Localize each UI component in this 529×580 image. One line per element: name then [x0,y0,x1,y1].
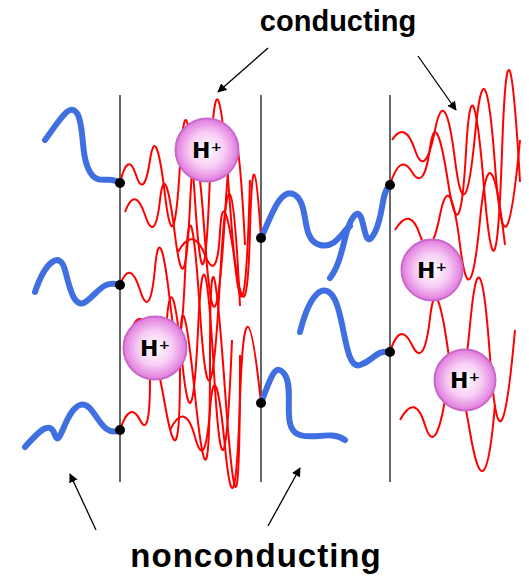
proton-circle: H⁺ [400,238,464,302]
junction-dot [256,398,266,408]
proton-label: H⁺ [140,336,170,361]
region-label: conducting [260,6,416,38]
region-label: nonconducting [130,538,381,574]
proton-outline [176,119,239,182]
proton-outline [435,350,496,411]
domain-boundary [389,95,390,482]
proton-outline [124,317,187,380]
nonconducting-chain [35,260,120,303]
leader-arrow [418,56,456,110]
conducting-chain [390,70,520,251]
conducting-chains [120,70,520,488]
nonconducting-chain [25,405,120,447]
nonconducting-chain [45,110,120,183]
junction-dots [115,178,395,435]
proton-label: H⁺ [450,368,480,393]
leader-arrow [70,474,96,530]
proton-circle: H⁺ [122,315,188,381]
junction-dot [115,280,125,290]
proton-label: H⁺ [417,258,447,283]
junction-dot [385,180,395,190]
nonconducting-chains [25,110,390,447]
conducting-chain [120,277,240,487]
domain-boundary [260,95,261,482]
proton-circle: H⁺ [174,117,240,183]
nonconducting-chain [261,370,345,440]
junction-dot [115,178,125,188]
leader-arrows [70,48,456,530]
nonconducting-chain [261,193,350,245]
proton-outline [402,240,463,301]
nonconducting-chain [300,290,390,365]
conducting-chain [178,174,261,296]
leader-arrow [268,468,300,526]
nonconducting-chain [330,185,390,278]
proton-label: H⁺ [192,138,222,163]
conducting-chain [390,277,515,421]
leader-arrow [218,48,268,92]
junction-dot [385,347,395,357]
domain-boundary [120,95,390,482]
proton-circle: H⁺ [433,348,497,412]
junction-dot [115,425,125,435]
junction-dot [256,233,266,243]
